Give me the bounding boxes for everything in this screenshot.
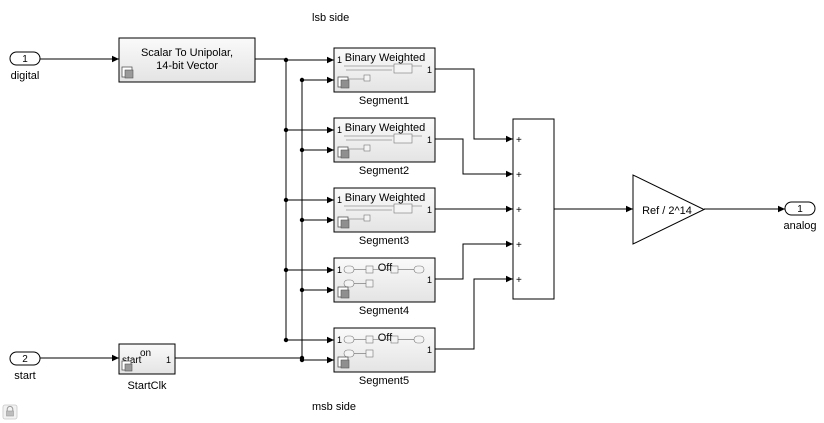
converter-label-line1: Scalar To Unipolar, [141, 47, 233, 59]
segment-out-port: 1 [427, 275, 432, 285]
msb-side-annotation: msb side [312, 401, 356, 413]
segment-in-port: 1 [337, 55, 342, 65]
wire-segment-to-sum [435, 68, 513, 143]
sum-sign: + [516, 170, 522, 181]
segment-title: Binary Weighted [345, 122, 426, 134]
inport-start[interactable]: 2 start [9, 351, 41, 382]
segment-name: Segment5 [359, 375, 409, 387]
segment-title: Off [378, 262, 393, 274]
startclk-on-text: on [140, 348, 151, 359]
segment-name: Segment2 [359, 165, 409, 177]
startclk-start-text: start [122, 355, 142, 366]
junction-dot [283, 57, 289, 63]
junction-dot [283, 127, 289, 133]
startclk-block[interactable]: on start 1 StartClk [118, 343, 176, 392]
scalar-to-unipolar-block[interactable]: Scalar To Unipolar, 14-bit Vector [118, 37, 256, 83]
segment-title: Binary Weighted [345, 52, 426, 64]
segment-in-port: 1 [337, 195, 342, 205]
binary-weighted-graphic [344, 203, 422, 222]
inport-start-label: start [14, 370, 35, 382]
mask-icon [337, 216, 350, 229]
inport-digital-number: 1 [22, 54, 28, 65]
sum-block[interactable]: + + + + + [512, 118, 555, 300]
outport-analog[interactable]: 1 analog [783, 201, 817, 232]
junction-dot [299, 77, 305, 83]
sum-sign: + [516, 275, 522, 286]
outport-analog-number: 1 [797, 204, 803, 215]
inport-digital-label: digital [11, 70, 40, 82]
segment-in-port: 1 [337, 335, 342, 345]
junction-dot [299, 147, 305, 153]
outport-analog-label: analog [783, 220, 816, 232]
segment-name: Segment4 [359, 305, 409, 317]
segment-out-port: 1 [427, 205, 432, 215]
mask-icon [337, 356, 350, 369]
inport-digital[interactable]: 1 digital [9, 51, 41, 82]
junction-dot [299, 287, 305, 293]
switch-graphic [343, 265, 425, 288]
segment-wires [283, 56, 513, 364]
inport-start-number: 2 [22, 354, 28, 365]
sum-sign: + [516, 135, 522, 146]
lsb-side-annotation: lsb side [312, 12, 349, 24]
binary-weighted-graphic [344, 133, 422, 152]
junction-dot [283, 197, 289, 203]
startclk-out-port: 1 [166, 355, 171, 365]
binary-weighted-graphic [344, 63, 422, 82]
signal-lines [40, 55, 785, 364]
mask-icon [337, 76, 350, 89]
segment-name: Segment1 [359, 95, 409, 107]
sum-sign: + [516, 240, 522, 251]
junction-dot [299, 355, 305, 361]
segment-out-port: 1 [427, 135, 432, 145]
sum-signs: + + + + + [516, 135, 522, 286]
wire-segment-to-sum [435, 138, 513, 178]
converter-label-line2: 14-bit Vector [156, 60, 218, 72]
wire-segment-to-sum [435, 240, 513, 280]
mask-icon [337, 146, 350, 159]
gain-label: Ref / 2^14 [642, 205, 692, 217]
segment-in-port: 1 [337, 265, 342, 275]
segment-title: Binary Weighted [345, 192, 426, 204]
switch-graphic [343, 335, 425, 358]
startclk-name: StartClk [127, 380, 167, 392]
mask-icon [121, 66, 134, 79]
wire-segment-to-sum [435, 275, 513, 350]
lock-icon[interactable] [2, 404, 18, 420]
mask-icon [337, 286, 350, 299]
junction-dot [283, 337, 289, 343]
junction-dot [299, 217, 305, 223]
segment-out-port: 1 [427, 65, 432, 75]
segment-name: Segment3 [359, 235, 409, 247]
mask-icon [121, 360, 133, 372]
sum-sign: + [516, 205, 522, 216]
segment-in-port: 1 [337, 125, 342, 135]
junction-dot [283, 267, 289, 273]
gain-block[interactable]: Ref / 2^14 [632, 174, 706, 245]
segment-out-port: 1 [427, 345, 432, 355]
segment-title: Off [378, 332, 393, 344]
